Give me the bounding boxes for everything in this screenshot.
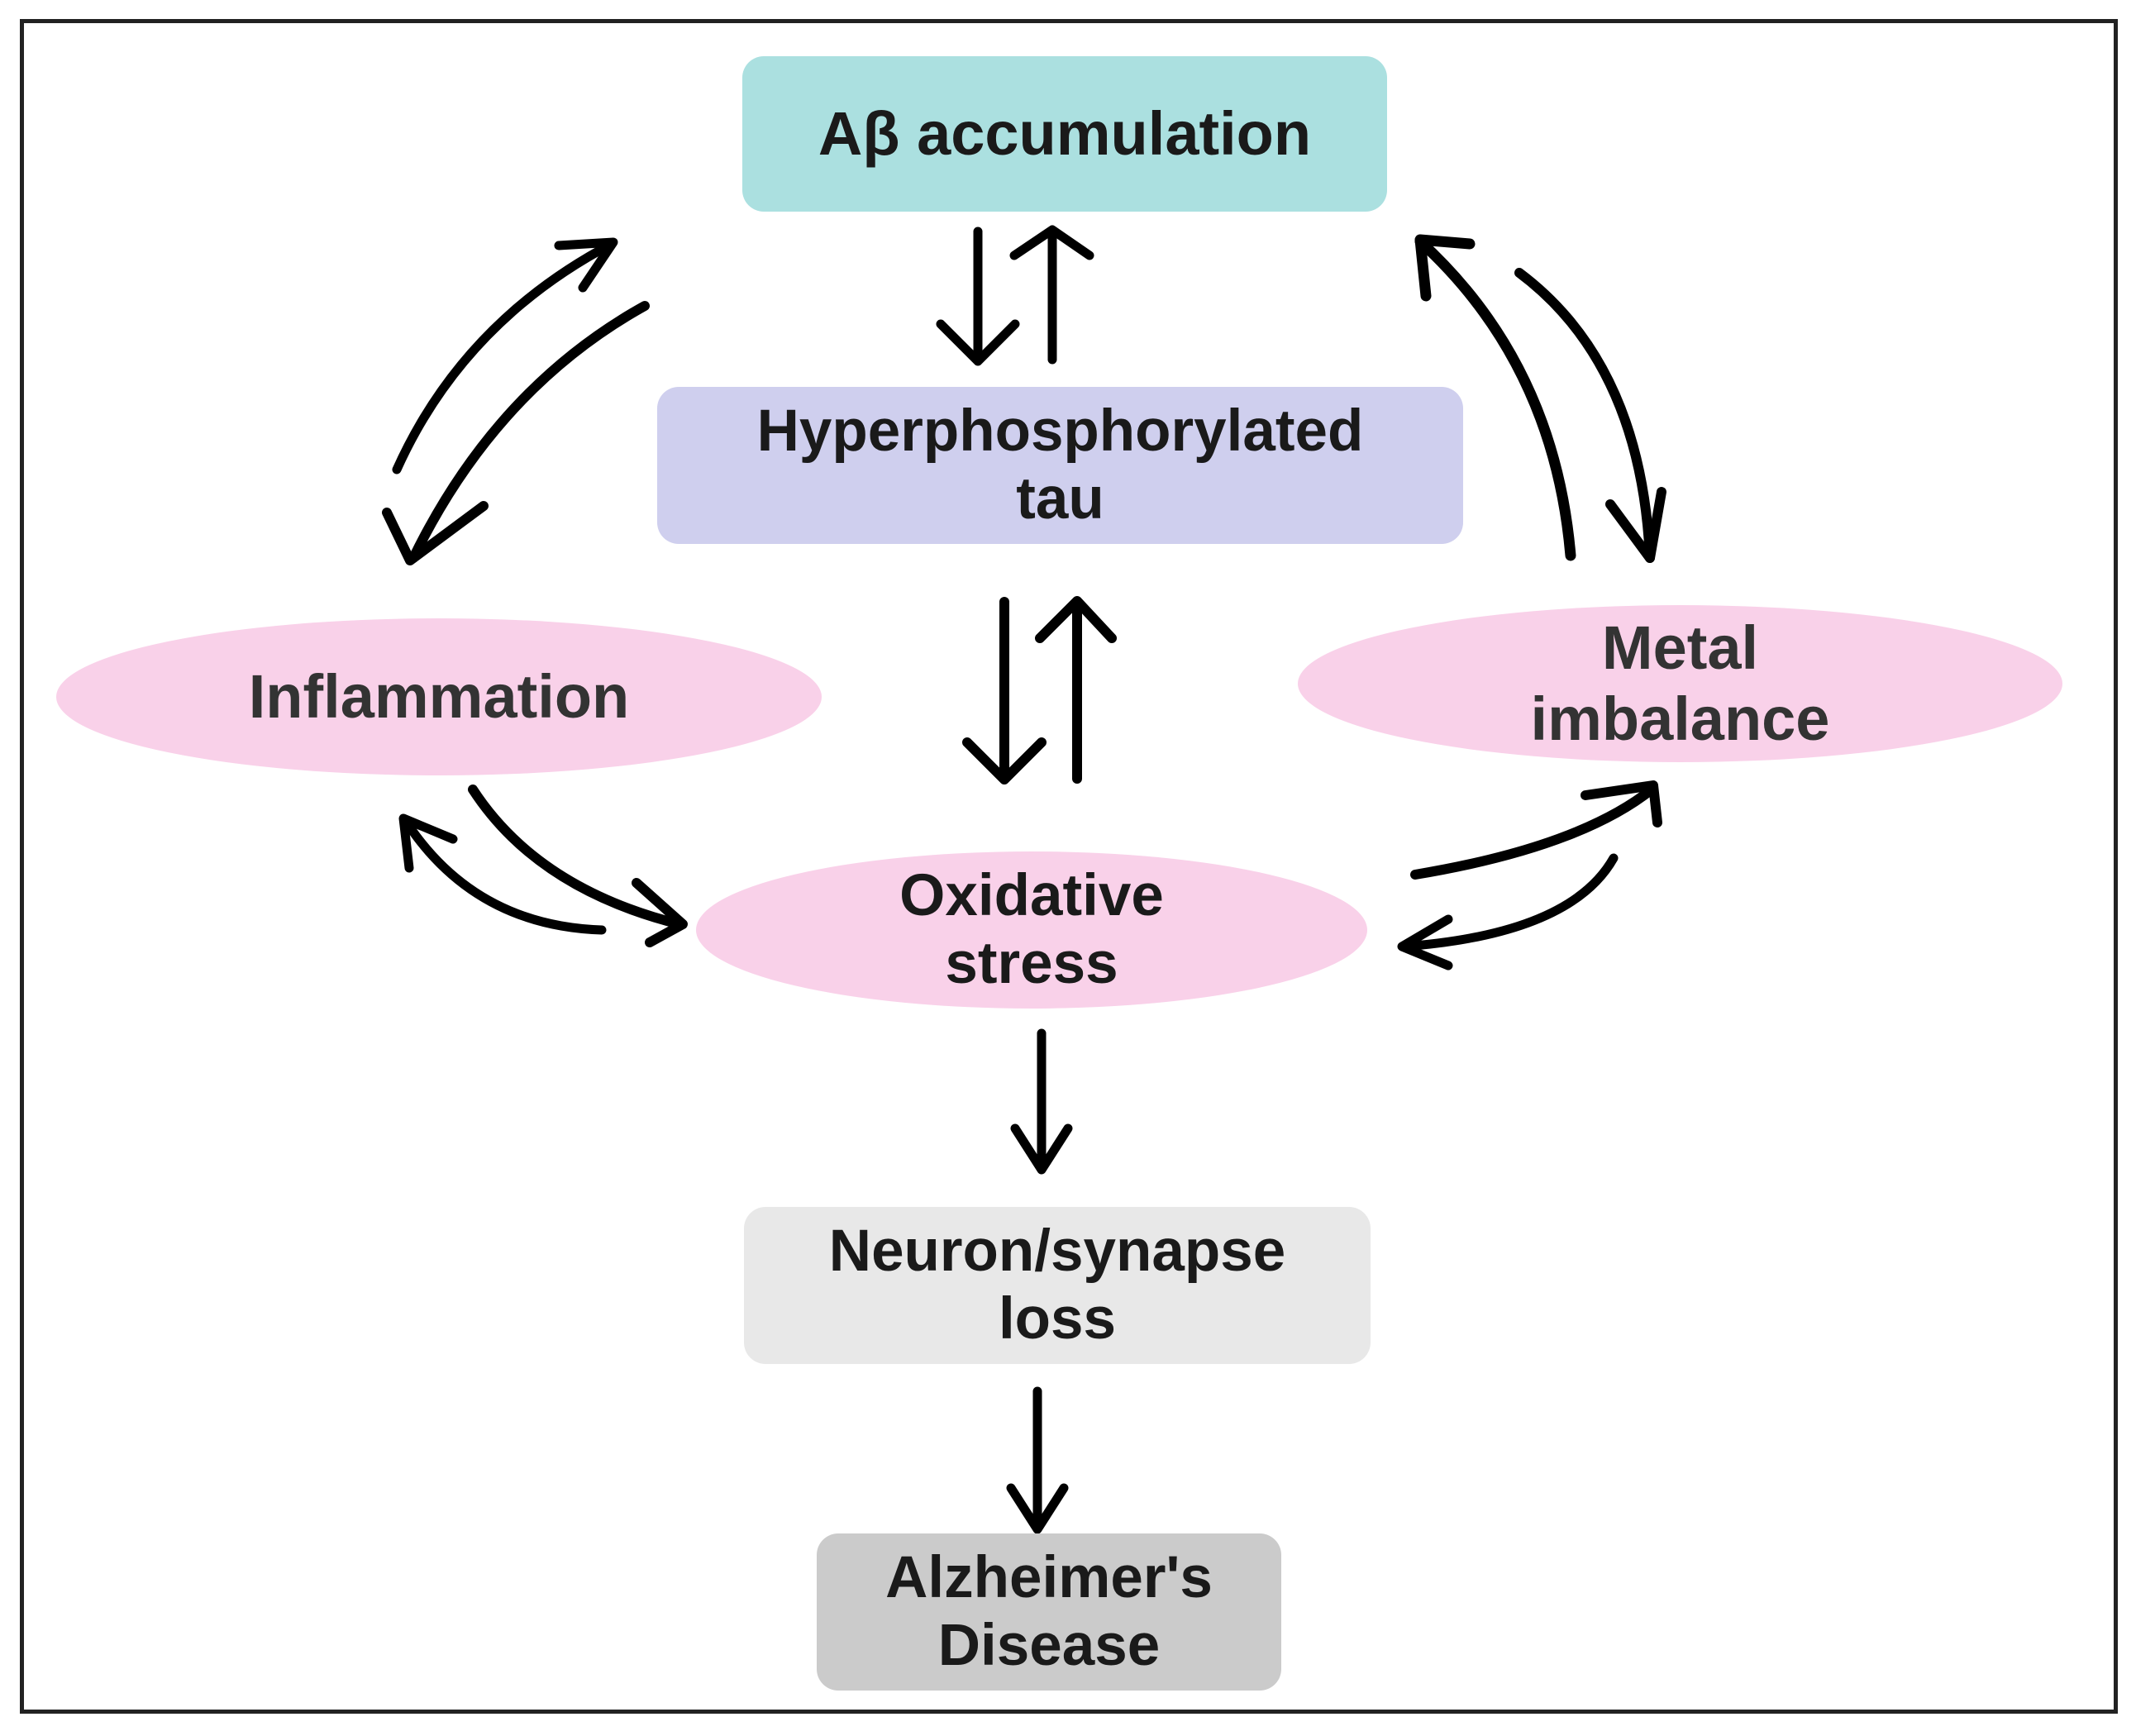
edge-abeta-tau [936, 225, 1094, 366]
edge-oxidative-metal [1397, 780, 1662, 971]
arrowhead-tau-to-oxidative [962, 737, 1047, 785]
arrowhead-abeta-to-inflammation [382, 501, 489, 565]
arrow-abeta-to-inflammation [408, 301, 650, 563]
arrowhead-oxidative-to-metal [1581, 780, 1662, 827]
node-oxidative-line1: Oxidative [899, 862, 1164, 928]
node-abeta-label: Aβ accumulation [818, 99, 1312, 169]
node-neuron-line2: loss [998, 1286, 1117, 1352]
arrow-oxidative-to-metal [1410, 785, 1657, 880]
node-inflammation-label: Inflammation [248, 662, 630, 732]
edge-oxidative-neuron [1010, 1028, 1073, 1175]
arrowhead-oxidative-to-inflammation [398, 813, 458, 873]
node-metal-line2: imbalance [1530, 684, 1830, 753]
node-neuron-synapse-loss: Neuron/synapse loss [744, 1207, 1371, 1364]
node-alzheimers-disease: Alzheimer's Disease [817, 1533, 1281, 1691]
node-metal-line1: Metal [1601, 613, 1759, 683]
edge-tau-oxidative [962, 596, 1117, 785]
arrow-inflammation-to-abeta [392, 239, 617, 475]
node-hyperphosphorylated-tau: Hyperphosphorylated tau [657, 387, 1463, 544]
node-tau-line1: Hyperphosphorylated [756, 398, 1364, 464]
edge-abeta-metal [1414, 234, 1666, 563]
node-alzheimers-line2: Disease [937, 1613, 1161, 1678]
node-metal-imbalance: Metal imbalance [1298, 605, 2062, 762]
arrow-metal-to-oxidative [1399, 853, 1619, 951]
arrow-abeta-to-metal [1514, 268, 1655, 563]
arrowhead-oxidative-to-tau [1035, 596, 1117, 643]
arrowhead-oxidative-to-neuron [1010, 1123, 1073, 1175]
arrowhead-metal-to-oxidative [1397, 914, 1453, 971]
arrowhead-inflammation-to-oxidative [632, 878, 688, 947]
node-neuron-line1: Neuron/synapse [828, 1218, 1286, 1284]
node-inflammation: Inflammation [56, 618, 822, 775]
arrowhead-neuron-to-alzheimers [1006, 1483, 1069, 1534]
arrowhead-abeta-to-tau [936, 319, 1020, 366]
arrowhead-inflammation-to-abeta [554, 237, 618, 293]
edge-inflammation-oxidative [398, 785, 688, 947]
node-oxidative-line2: stress [945, 931, 1118, 996]
arrowhead-abeta-to-metal [1605, 487, 1666, 563]
arrow-metal-to-abeta [1414, 236, 1576, 561]
arrow-inflammation-to-oxidative [468, 785, 684, 929]
node-tau-line2: tau [1016, 466, 1104, 532]
node-oxidative-stress: Oxidative stress [696, 851, 1367, 1009]
arrowhead-metal-to-abeta [1414, 234, 1476, 302]
edge-abeta-inflammation [382, 237, 650, 565]
node-abeta-accumulation: Aβ accumulation [742, 56, 1387, 212]
node-alzheimers-line1: Alzheimer's [885, 1544, 1213, 1610]
arrow-oxidative-to-inflammation [402, 818, 607, 935]
arrowhead-tau-to-abeta [1009, 225, 1094, 260]
edge-neuron-alzheimers [1006, 1386, 1069, 1534]
